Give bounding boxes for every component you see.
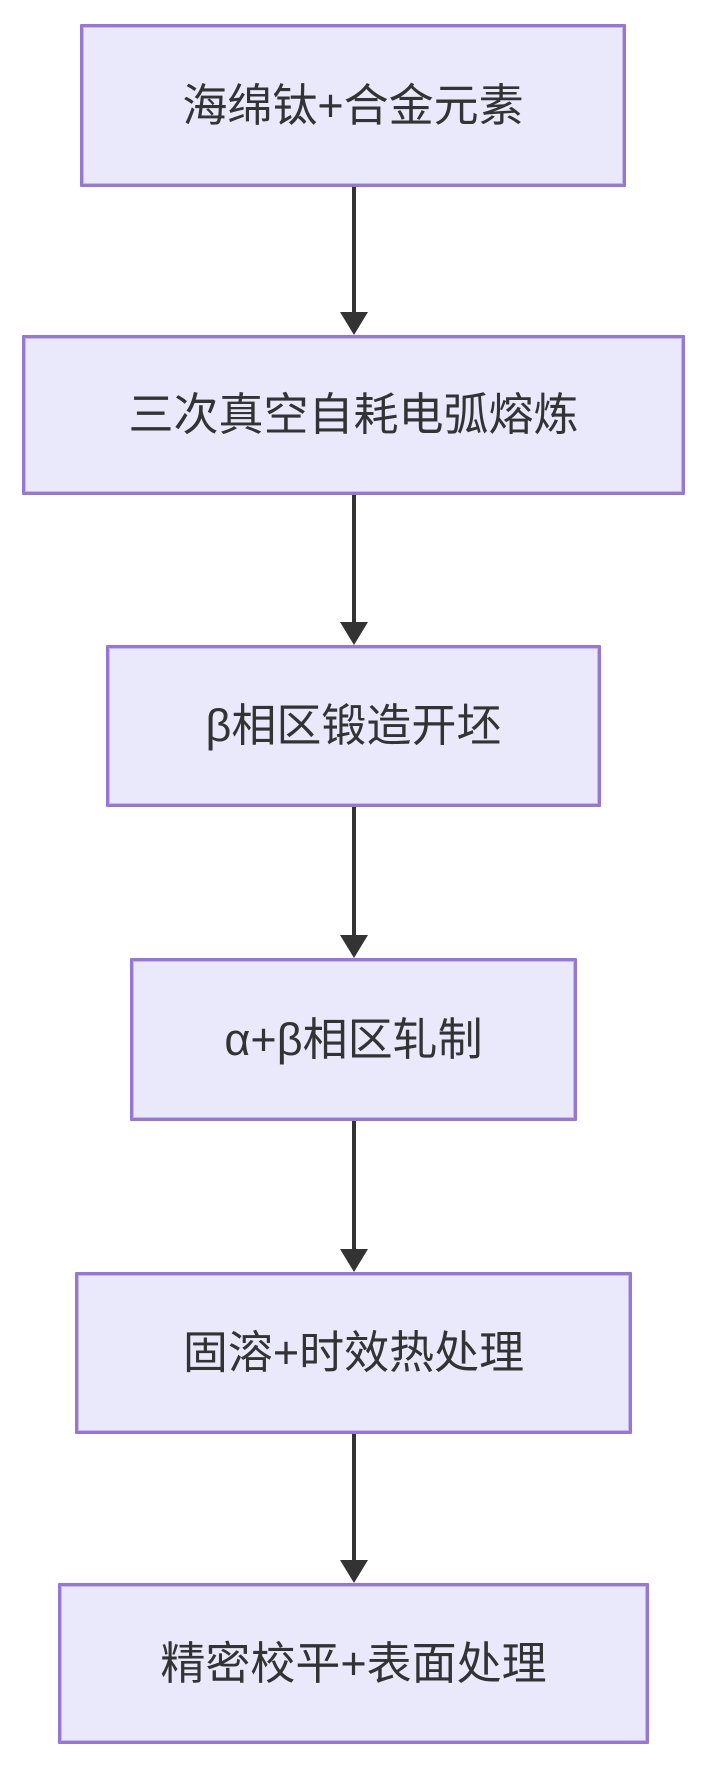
flow-node-5-label: 固溶+时效热处理 (182, 1327, 525, 1378)
flow-node-4: α+β相区轧制 (130, 958, 577, 1121)
arrow-stem (352, 1434, 356, 1560)
arrow-down-4 (326, 1121, 382, 1272)
arrow-head-icon (340, 935, 368, 958)
flow-node-5: 固溶+时效热处理 (75, 1272, 632, 1434)
flow-node-4-label: α+β相区轧制 (224, 1013, 483, 1065)
flow-node-2-label: 三次真空自耗电弧熔炼 (128, 389, 579, 440)
arrow-down-5 (326, 1434, 382, 1583)
arrow-head-icon (340, 312, 368, 335)
flow-node-6: 精密校平+表面处理 (58, 1583, 649, 1744)
arrow-head-icon (340, 1560, 368, 1583)
arrow-stem (352, 1121, 356, 1249)
arrow-down-2 (326, 495, 382, 645)
flow-node-2: 三次真空自耗电弧熔炼 (22, 335, 685, 495)
arrow-head-icon (340, 1249, 368, 1272)
arrow-head-icon (340, 622, 368, 645)
arrow-stem (352, 187, 356, 312)
flow-node-1-label: 海绵钛+合金元素 (182, 79, 524, 131)
flow-node-1: 海绵钛+合金元素 (80, 24, 626, 187)
arrow-down-3 (326, 807, 382, 958)
flow-node-6-label: 精密校平+表面处理 (160, 1637, 547, 1689)
arrow-stem (352, 807, 356, 935)
arrow-down-1 (326, 187, 382, 335)
flow-node-3-label: β相区锻造开坯 (205, 700, 502, 751)
flow-node-3: β相区锻造开坯 (106, 645, 601, 807)
arrow-stem (352, 495, 356, 622)
